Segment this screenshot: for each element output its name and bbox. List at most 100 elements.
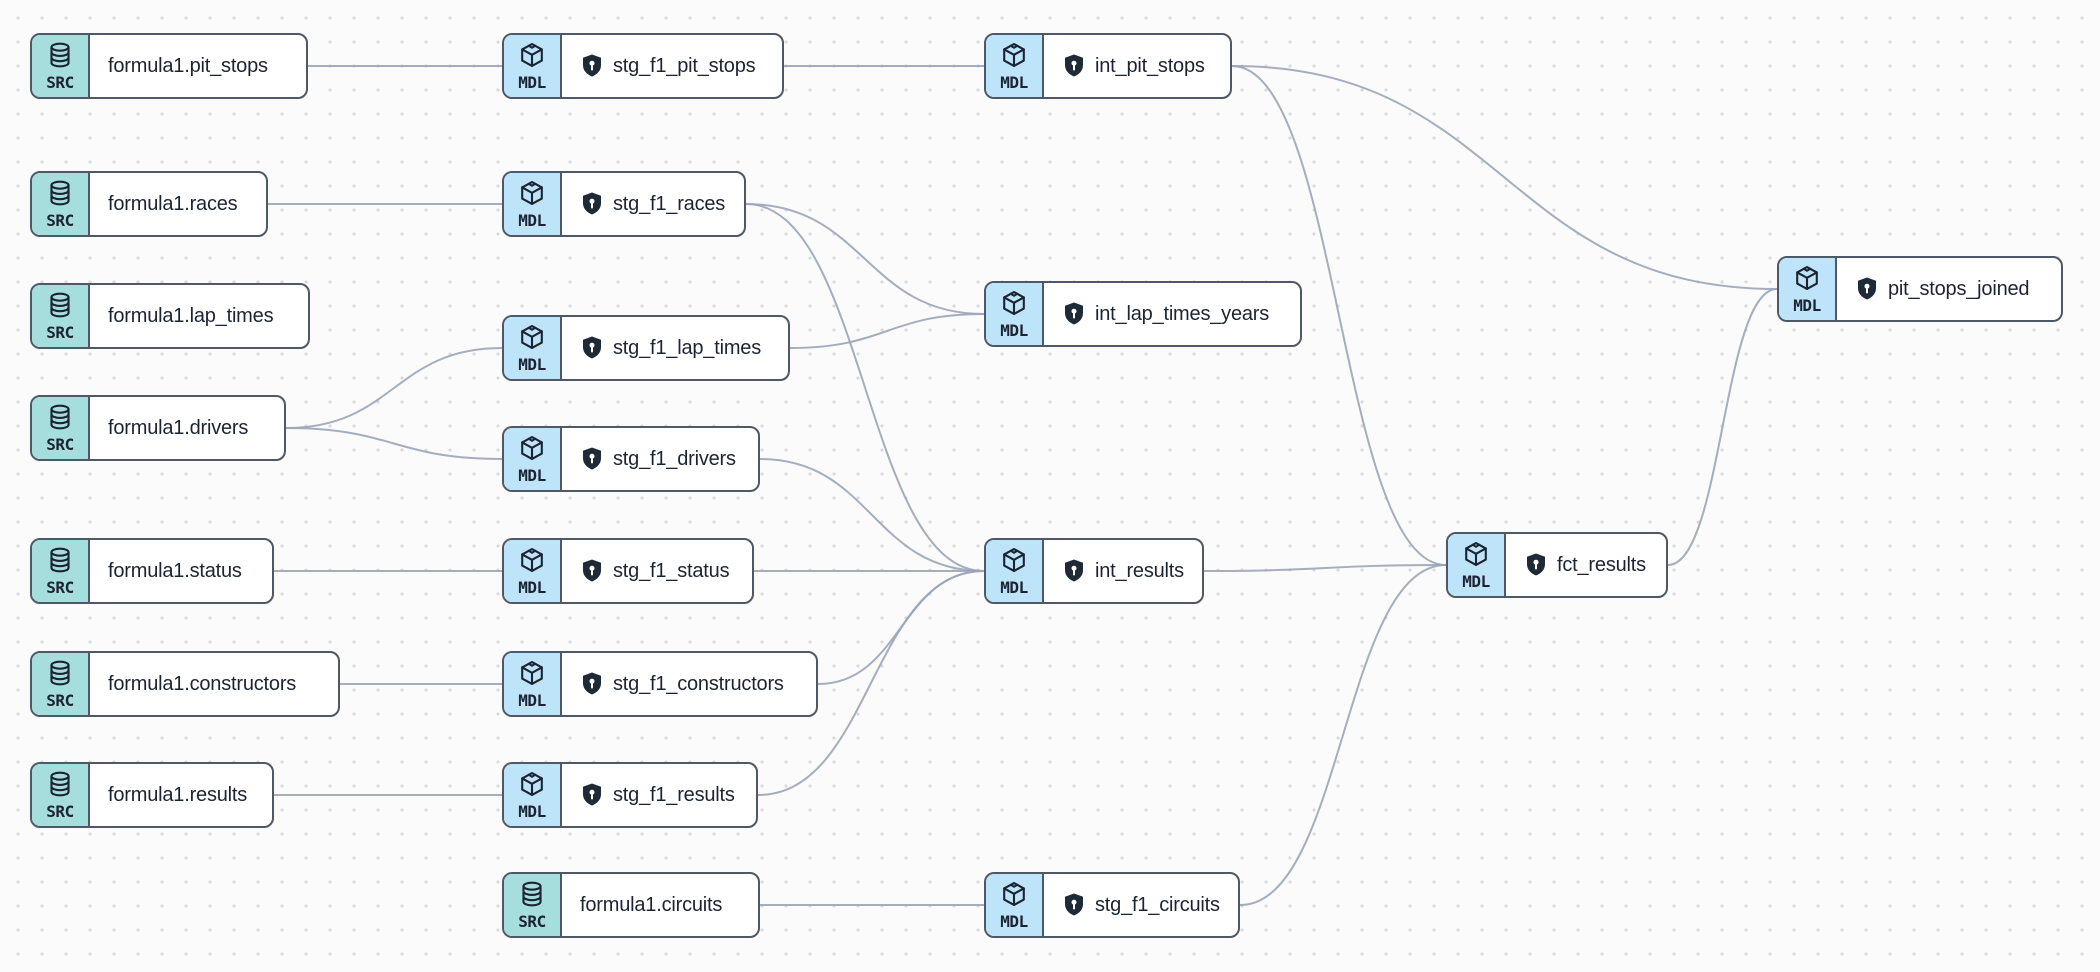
shield-lock-icon (1062, 301, 1086, 327)
lineage-node-stg-constructors[interactable]: MDL stg_f1_constructors (502, 651, 818, 717)
database-icon (46, 403, 74, 436)
database-icon (46, 41, 74, 74)
cube-icon (1462, 540, 1490, 573)
node-type-badge: MDL (518, 578, 546, 597)
lineage-node-stg-pit-stops[interactable]: MDL stg_f1_pit_stops (502, 33, 784, 99)
node-body: int_results (1044, 540, 1202, 602)
node-type-badge: SRC (46, 73, 74, 92)
lineage-node-src-status[interactable]: SRC formula1.status (30, 538, 274, 604)
node-type-panel: MDL (986, 540, 1044, 602)
database-icon (46, 291, 74, 324)
lineage-node-stg-status[interactable]: MDL stg_f1_status (502, 538, 754, 604)
node-type-panel: SRC (32, 764, 90, 826)
lineage-node-src-drivers[interactable]: SRC formula1.drivers (30, 395, 286, 461)
node-body: stg_f1_results (562, 764, 756, 826)
cube-icon (518, 659, 546, 692)
lineage-node-stg-races[interactable]: MDL stg_f1_races (502, 171, 746, 237)
node-type-badge: SRC (46, 578, 74, 597)
node-label: stg_f1_results (613, 783, 735, 806)
node-label: int_pit_stops (1095, 54, 1205, 77)
node-type-badge: SRC (46, 323, 74, 342)
edge-stg-circuits-to-fct-results (1239, 564, 1447, 906)
database-icon (518, 880, 546, 913)
node-body: int_lap_times_years (1044, 283, 1300, 345)
lineage-node-pit-stops-joined[interactable]: MDL pit_stops_joined (1777, 256, 2063, 322)
database-icon (46, 659, 74, 692)
node-type-badge: SRC (46, 802, 74, 821)
node-label: pit_stops_joined (1888, 277, 2030, 300)
cube-icon (1793, 264, 1821, 297)
node-type-badge: MDL (1000, 912, 1028, 931)
shield-lock-icon (1524, 552, 1548, 578)
cube-icon (518, 546, 546, 579)
lineage-node-src-results[interactable]: SRC formula1.results (30, 762, 274, 828)
edge-stg-results-to-int-results (757, 570, 985, 796)
cube-icon (518, 770, 546, 803)
node-body: int_pit_stops (1044, 35, 1230, 97)
database-icon (46, 770, 74, 803)
node-label: stg_f1_constructors (613, 672, 784, 695)
node-label: formula1.results (108, 783, 248, 806)
node-body: formula1.status (90, 540, 272, 602)
node-type-panel: MDL (1448, 534, 1506, 596)
node-label: stg_f1_lap_times (613, 336, 762, 359)
node-type-panel: MDL (986, 283, 1044, 345)
shield-lock-icon (580, 671, 604, 697)
cube-icon (1000, 546, 1028, 579)
node-label: fct_results (1557, 553, 1646, 576)
node-label: stg_f1_circuits (1095, 893, 1220, 916)
node-type-panel: MDL (986, 874, 1044, 936)
lineage-node-src-constructors[interactable]: SRC formula1.constructors (30, 651, 340, 717)
node-body: formula1.races (90, 173, 266, 235)
node-body: formula1.results (90, 764, 272, 826)
shield-lock-icon (580, 446, 604, 472)
lineage-node-src-lap-times[interactable]: SRC formula1.lap_times (30, 283, 310, 349)
lineage-node-src-pit-stops[interactable]: SRC formula1.pit_stops (30, 33, 308, 99)
lineage-node-stg-drivers[interactable]: MDL stg_f1_drivers (502, 426, 760, 492)
node-type-badge: SRC (46, 435, 74, 454)
node-label: formula1.status (108, 559, 242, 582)
node-label: stg_f1_status (613, 559, 730, 582)
node-type-panel: MDL (504, 35, 562, 97)
edge-fct-results-to-pit-stops-joined (1667, 288, 1778, 566)
node-type-badge: SRC (46, 691, 74, 710)
node-label: int_lap_times_years (1095, 302, 1270, 325)
node-type-panel: MDL (504, 540, 562, 602)
node-type-panel: SRC (32, 35, 90, 97)
node-label: stg_f1_pit_stops (613, 54, 756, 77)
shield-lock-icon (580, 53, 604, 79)
node-body: formula1.lap_times (90, 285, 308, 347)
edge-stg-races-to-int-lap-times-years (745, 203, 985, 315)
node-body: fct_results (1506, 534, 1666, 596)
node-label: formula1.pit_stops (108, 54, 268, 77)
lineage-node-stg-lap-times[interactable]: MDL stg_f1_lap_times (502, 315, 790, 381)
node-body: stg_f1_circuits (1044, 874, 1238, 936)
node-type-badge: MDL (518, 73, 546, 92)
node-body: stg_f1_pit_stops (562, 35, 782, 97)
cube-icon (518, 41, 546, 74)
node-type-panel: SRC (32, 397, 90, 459)
shield-lock-icon (1062, 892, 1086, 918)
lineage-node-src-races[interactable]: SRC formula1.races (30, 171, 268, 237)
node-type-panel: SRC (32, 540, 90, 602)
node-body: pit_stops_joined (1837, 258, 2061, 320)
node-body: formula1.constructors (90, 653, 338, 715)
lineage-node-src-circuits[interactable]: SRC formula1.circuits (502, 872, 760, 938)
lineage-node-fct-results[interactable]: MDL fct_results (1446, 532, 1668, 598)
lineage-node-int-results[interactable]: MDL int_results (984, 538, 1204, 604)
lineage-node-int-lap-times-years[interactable]: MDL int_lap_times_years (984, 281, 1302, 347)
lineage-node-stg-results[interactable]: MDL stg_f1_results (502, 762, 758, 828)
cube-icon (518, 323, 546, 356)
cube-icon (518, 434, 546, 467)
edge-src-drivers-to-stg-lap-times (285, 347, 503, 429)
node-label: formula1.constructors (108, 672, 297, 695)
lineage-node-stg-circuits[interactable]: MDL stg_f1_circuits (984, 872, 1240, 938)
shield-lock-icon (580, 782, 604, 808)
shield-lock-icon (1855, 276, 1879, 302)
node-type-panel: SRC (32, 173, 90, 235)
lineage-node-int-pit-stops[interactable]: MDL int_pit_stops (984, 33, 1232, 99)
node-type-panel: MDL (504, 317, 562, 379)
node-type-panel: SRC (504, 874, 562, 936)
node-type-panel: SRC (32, 285, 90, 347)
